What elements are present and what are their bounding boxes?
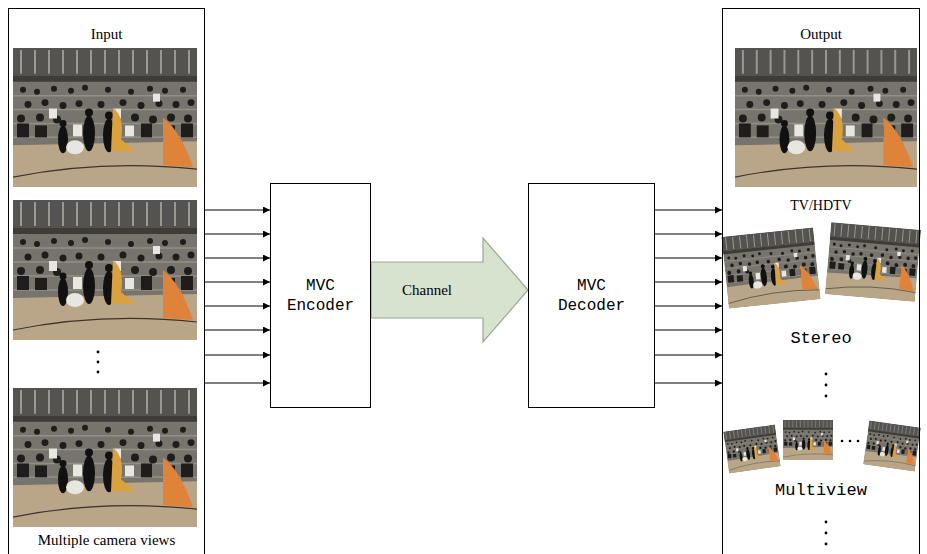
input-panel: InputMultiple camera views bbox=[8, 8, 205, 554]
signal-arrow bbox=[205, 330, 270, 331]
signal-arrow bbox=[655, 282, 722, 283]
signal-arrow bbox=[205, 210, 270, 211]
stereo-photo bbox=[825, 222, 921, 302]
process-label: MVC Encoder bbox=[287, 276, 354, 316]
stereo-photo bbox=[721, 227, 820, 308]
camera-view-photo bbox=[13, 48, 197, 187]
signal-arrow bbox=[205, 282, 270, 283]
process-label: MVC Decoder bbox=[545, 276, 638, 316]
ellipsis-dots bbox=[97, 351, 100, 374]
display-label: Multiview bbox=[723, 481, 919, 500]
decoder-box: MVC Decoder bbox=[528, 183, 655, 408]
panel-heading: Output bbox=[723, 26, 919, 43]
signal-arrow bbox=[655, 330, 722, 331]
signal-arrow bbox=[655, 383, 722, 384]
channel-arrow bbox=[371, 238, 528, 342]
channel-label: Channel bbox=[399, 281, 455, 300]
ellipsis-dots bbox=[825, 373, 828, 398]
panel-caption: Multiple camera views bbox=[9, 532, 204, 549]
camera-view-photo bbox=[13, 200, 197, 340]
panel-heading: Input bbox=[9, 26, 204, 43]
signal-arrow bbox=[655, 355, 722, 356]
signal-arrow bbox=[205, 234, 270, 235]
display-label: TV/HDTV bbox=[723, 198, 919, 214]
signal-arrow bbox=[655, 306, 722, 307]
signal-arrow bbox=[655, 234, 722, 235]
camera-view-photo bbox=[13, 388, 197, 527]
multiview-photo bbox=[863, 421, 921, 472]
signal-arrow bbox=[655, 210, 722, 211]
display-label: Stereo bbox=[723, 329, 919, 348]
signal-arrow bbox=[205, 355, 270, 356]
signal-arrow bbox=[655, 258, 722, 259]
multiview-photo bbox=[723, 425, 780, 474]
ellipsis-dots bbox=[841, 440, 860, 443]
multiview-photo bbox=[783, 420, 833, 460]
signal-arrow bbox=[205, 383, 270, 384]
output-photo bbox=[735, 48, 917, 187]
signal-arrow bbox=[205, 258, 270, 259]
signal-arrow bbox=[205, 306, 270, 307]
ellipsis-dots bbox=[825, 521, 828, 546]
output-panel: OutputTV/HDTV StereoMultiview bbox=[722, 8, 920, 554]
encoder-box: MVC Encoder bbox=[270, 183, 371, 408]
